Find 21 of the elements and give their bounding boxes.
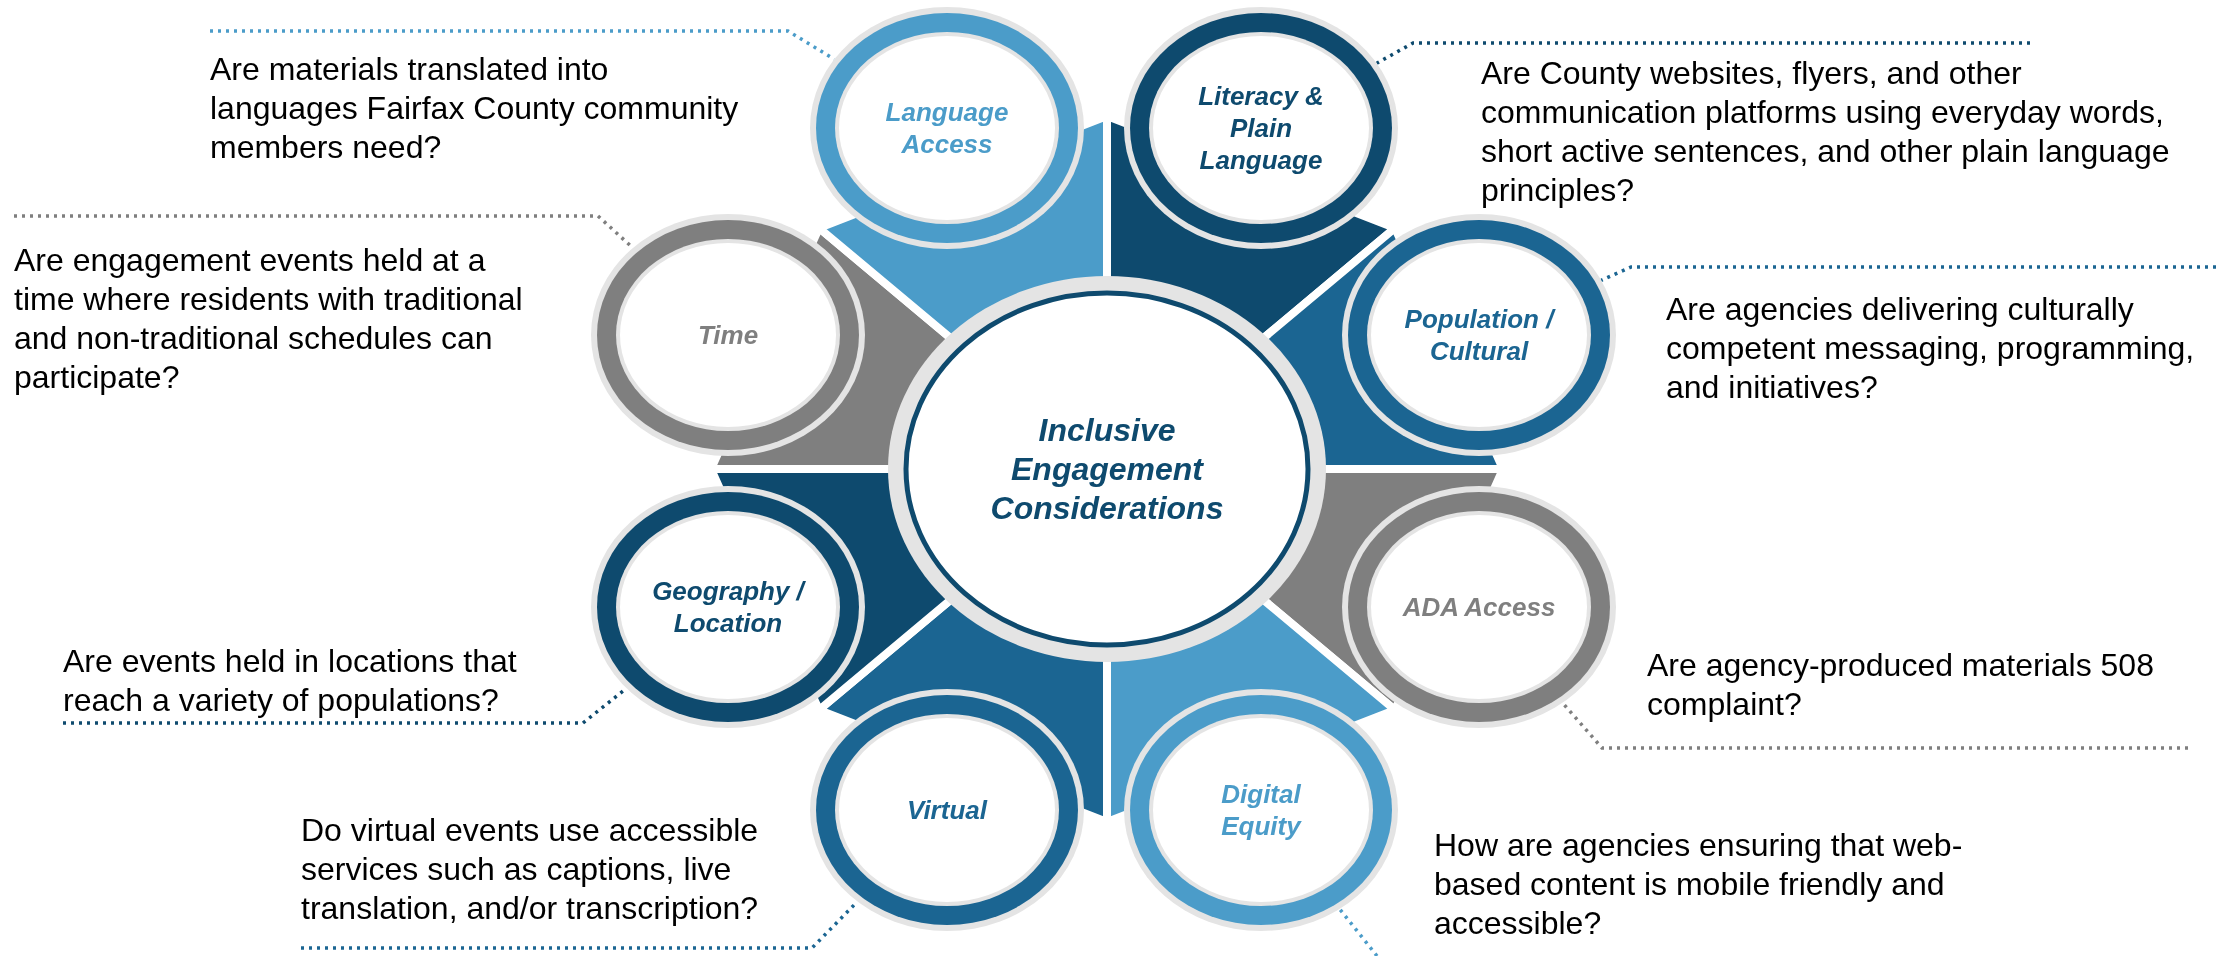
center-title: Inclusive Engagement Considerations <box>989 410 1225 528</box>
leader-line <box>1375 41 2030 65</box>
question-text: Are County websites, flyers, and other communication platforms using everyday words, short active sentences, and other plain language principles? <box>1481 54 2171 210</box>
category-label: Geography / Location <box>651 575 807 639</box>
question-text: Do virtual events use accessible services such as captions, live translation, and/or transcription? <box>301 811 760 928</box>
question-text: How are agencies ensuring that web-based content is mobile friendly and accessible? <box>1434 826 1964 943</box>
question-text: Are events held in locations that reach a variety of populations? <box>63 642 518 720</box>
category-label: Population / Cultural <box>1403 303 1557 367</box>
category-label: Digital Equity <box>1220 778 1303 842</box>
category-label: Time <box>696 319 760 351</box>
leader-line <box>1561 701 2188 750</box>
category-label: Literacy & Plain Language <box>1197 80 1325 176</box>
question-text: Are engagement events held at a time where residents with traditional and non-traditional schedules can participate? <box>14 241 524 397</box>
question-text: Are agencies delivering culturally competent messaging, programming, and initiatives? <box>1666 290 2196 407</box>
category-label: ADA Access <box>1401 591 1557 623</box>
leader-line <box>1600 265 2216 282</box>
category-label: Language Access <box>884 96 1010 160</box>
question-text: Are materials translated into languages Fairfax County community members need? <box>210 50 740 167</box>
question-text: Are agency-produced materials 508 complaint? <box>1647 646 2155 724</box>
category-label: Virtual <box>906 794 989 826</box>
leader-line <box>1338 907 1379 956</box>
